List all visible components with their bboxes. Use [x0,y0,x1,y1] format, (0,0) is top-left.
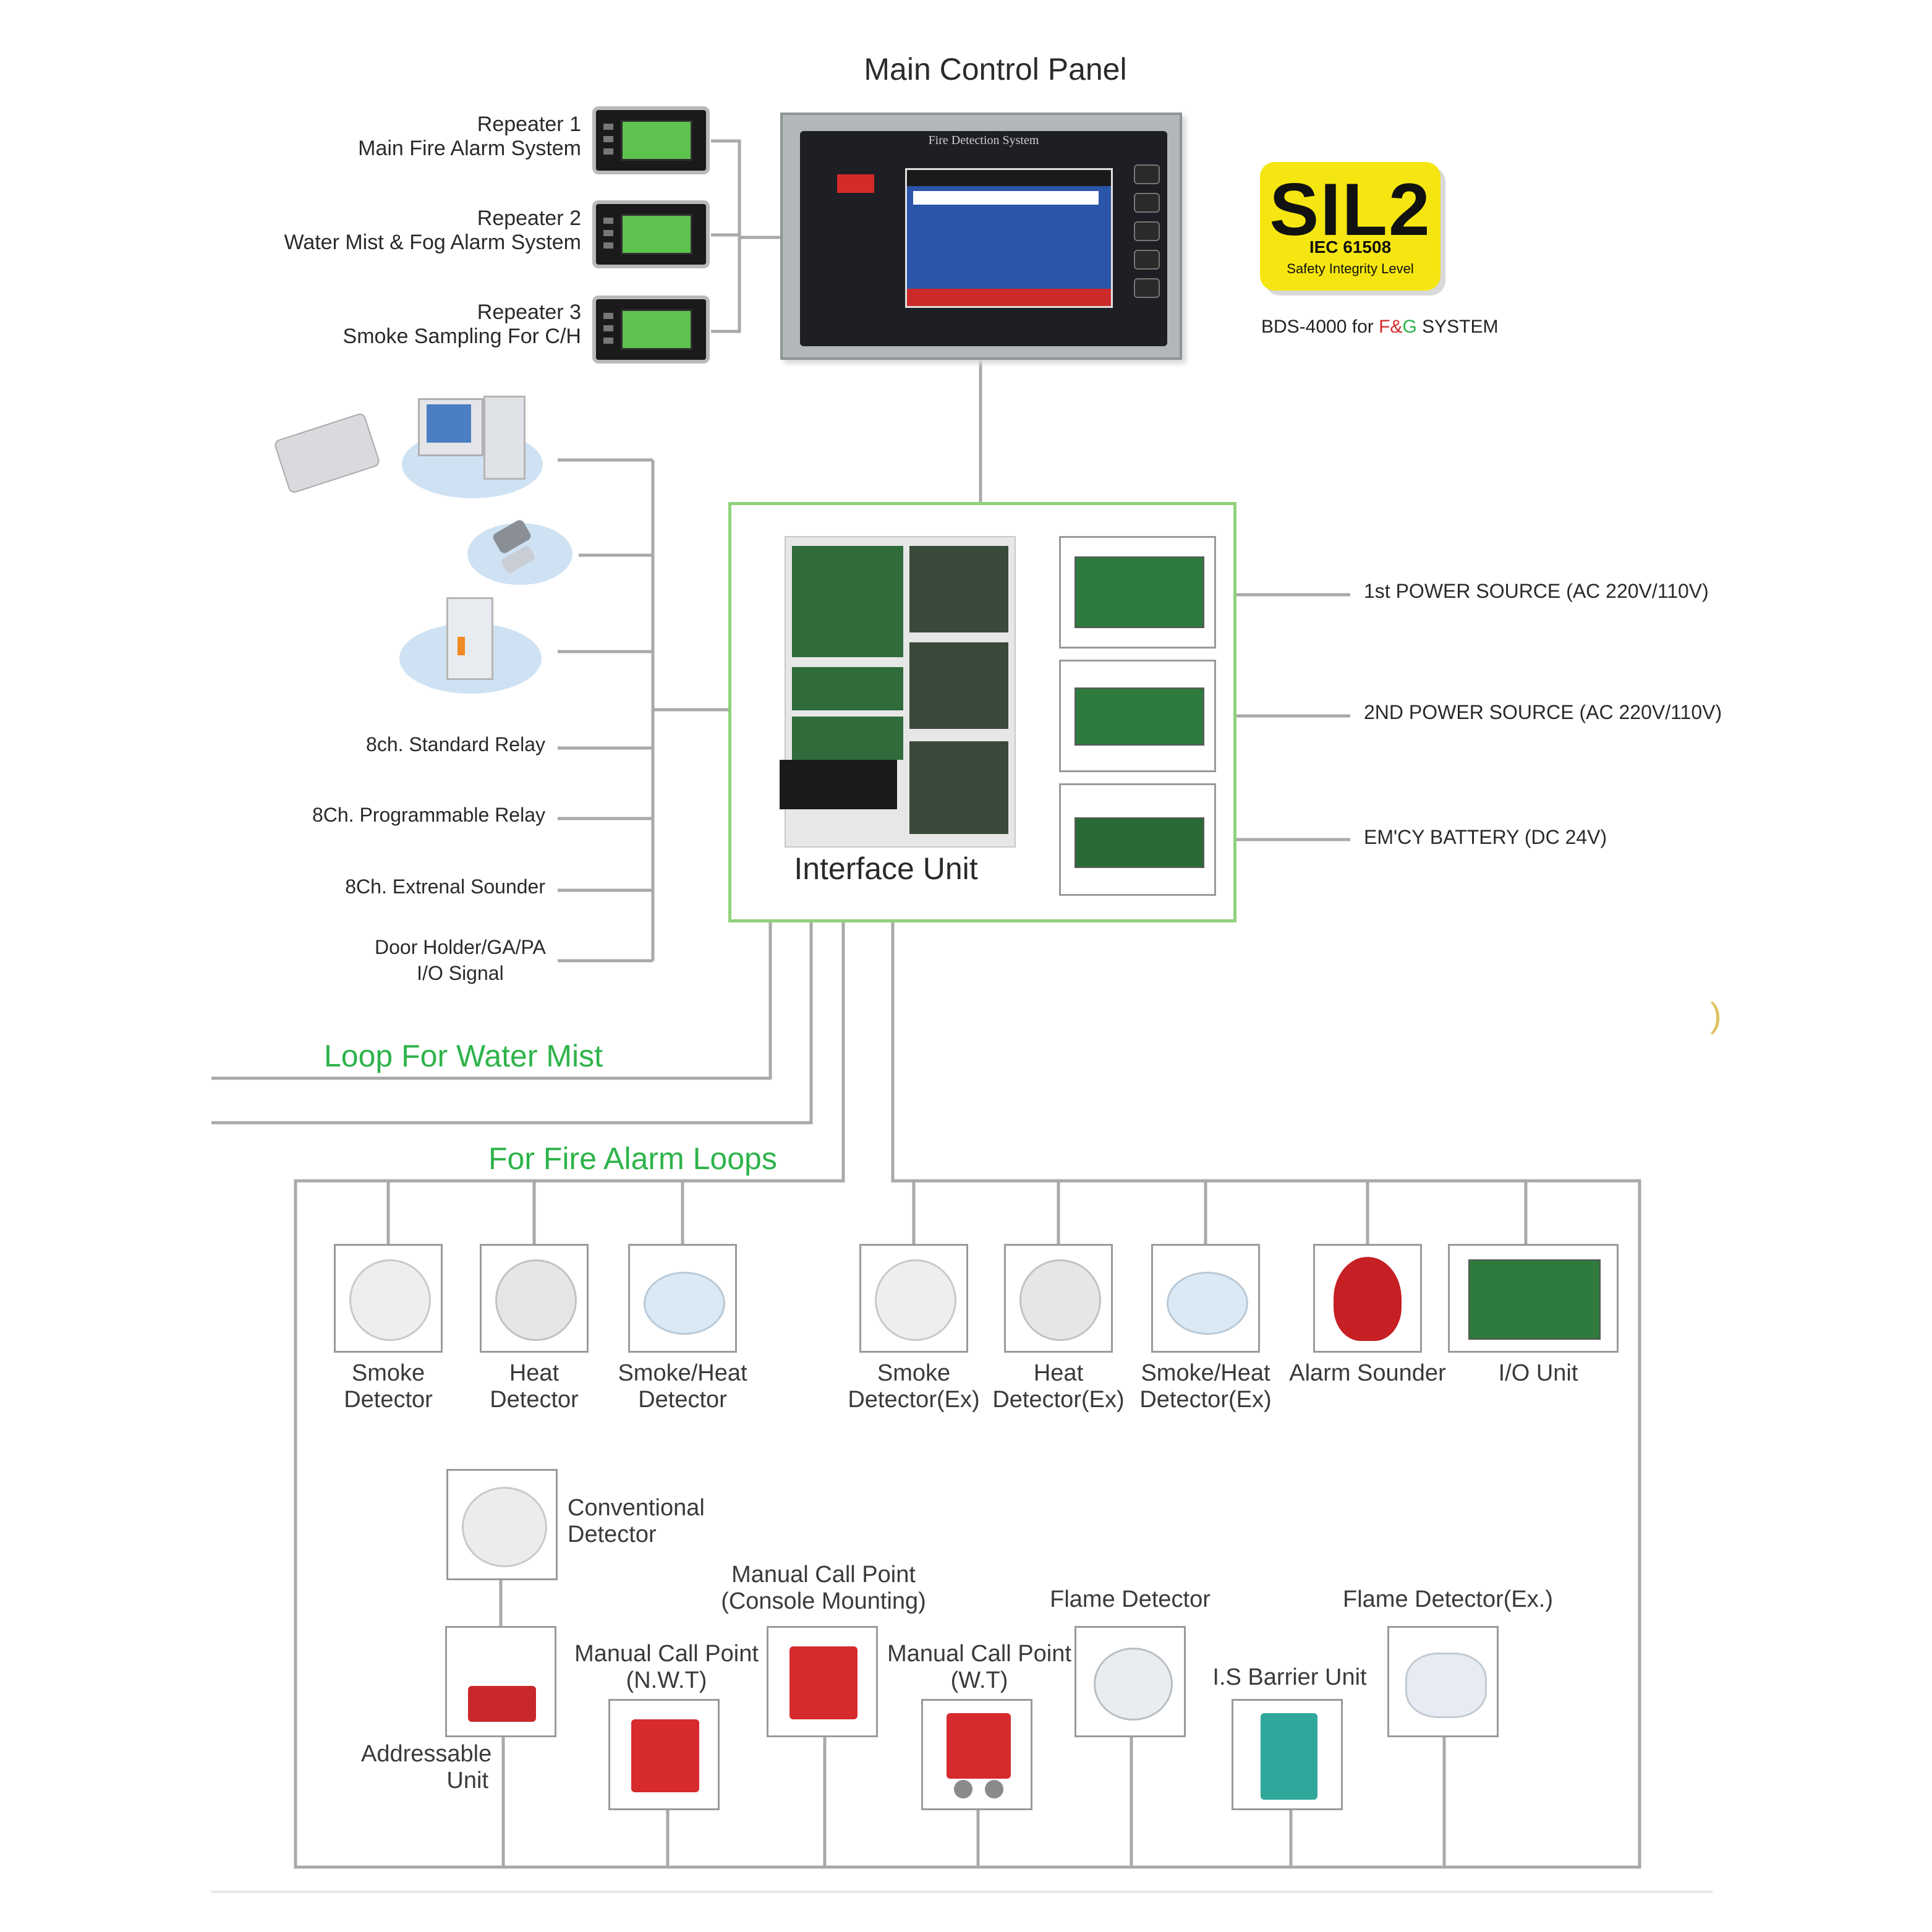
panel-button-icon [1134,164,1160,184]
mcp-nwt-device [608,1699,720,1810]
mcp-wt-device [921,1699,1032,1810]
mcp-nwt-label: Manual Call Point(N.W.T) [574,1641,759,1693]
smoke-heat-detector-device [628,1244,737,1353]
heat-detector-device [480,1244,589,1353]
interface-unit-label: Interface Unit [794,851,978,886]
mcp-console-device [767,1626,878,1737]
flame-detector-device [1075,1626,1186,1737]
sil2-badge: SIL2 IEC 61508 Safety Integrity Level [1260,162,1440,291]
relay-programmable-label: 8Ch. Programmable Relay [312,804,545,826]
fire-indicator-icon [837,174,874,193]
alarm-sounder-label: Alarm Sounder [1289,1360,1446,1386]
is-barrier-device [1232,1699,1343,1810]
flame-detector-ex-label: Flame Detector(Ex.) [1343,1586,1553,1612]
line-repeater-1 [711,139,780,239]
mcp-console-label: Manual Call Point(Console Mounting) [721,1562,926,1614]
panel-button-icon [1134,278,1160,298]
main-panel-title: Main Control Panel [864,52,1127,87]
line-fire-alarm-loop [294,922,1641,1869]
badge-caption: BDS-4000 for F&G SYSTEM [1261,317,1499,337]
pcb-card-3 [1059,783,1216,896]
addressable-unit-device [445,1626,556,1737]
water-mist-loop-label: Loop For Water Mist [324,1039,603,1073]
battery-label: EM'CY BATTERY (DC 24V) [1364,826,1607,848]
stray-glyph: ) [1710,995,1722,1034]
pcb-card-1 [1059,536,1216,649]
mcp-wt-label: Manual Call Point(W.T) [887,1641,1071,1693]
interface-unit-frame: Interface Unit [728,502,1236,922]
line-water-mist-loop-1 [211,922,772,1080]
smoke-detector-ex-device [859,1244,968,1353]
is-barrier-label: I.S Barrier Unit [1212,1664,1367,1690]
relay-sounder-label: 8Ch. Extrenal Sounder [345,875,545,898]
relay-standard-label: 8ch. Standard Relay [366,733,545,755]
panel-bezel: Fire Detection System [800,131,1167,346]
alarm-sounder-device [1313,1244,1422,1353]
panel-lcd-screen [905,168,1113,308]
smoke-heat-detector-ex-device [1151,1244,1260,1353]
conventional-detector-device [446,1469,558,1580]
flame-detector-ex-device [1387,1626,1499,1737]
repeater-1-device [592,106,710,174]
power-source-2-label: 2ND POWER SOURCE (AC 220V/110V) [1364,701,1722,723]
heat-detector-ex-device [1004,1244,1113,1353]
flame-detector-label: Flame Detector [1050,1586,1211,1612]
panel-button-icon [1134,250,1160,270]
line-repeater-3 [711,237,741,333]
io-unit-device [1448,1244,1619,1353]
fire-alarm-loops-label: For Fire Alarm Loops [488,1141,777,1176]
interface-cabinet [780,536,1016,848]
panel-screen-header: Fire Detection System [928,134,1039,147]
panel-button-icon [1134,221,1160,241]
pcb-card-2 [1059,660,1216,772]
panel-button-icon [1134,193,1160,213]
main-control-panel: Fire Detection System [780,113,1182,360]
power-source-1-label: 1st POWER SOURCE (AC 220V/110V) [1364,580,1709,602]
line-water-mist-loop-2 [211,922,813,1125]
smoke-detector-device [334,1244,443,1353]
repeater-2-device [592,200,710,268]
io-unit-label: I/O Unit [1498,1360,1578,1386]
repeater-3-device [592,296,710,364]
